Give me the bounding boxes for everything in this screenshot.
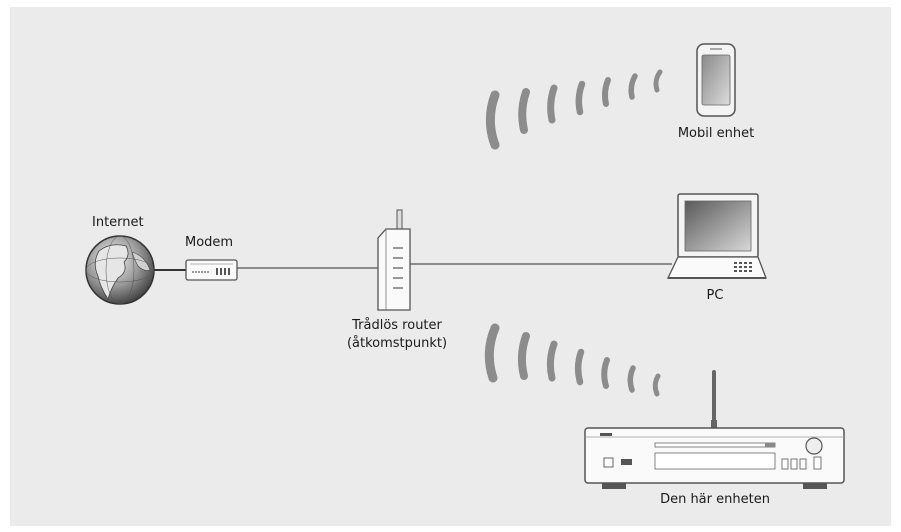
- connection-lines: [150, 263, 672, 271]
- device-label: Den här enheten: [660, 492, 770, 507]
- wifi-waves-icon: [485, 69, 663, 150]
- modem-label: Modem: [185, 235, 234, 250]
- laptop-icon: [666, 193, 767, 279]
- router-icon: [377, 209, 411, 311]
- phone-icon: [696, 43, 736, 117]
- mobile-label: Mobil enhet: [677, 126, 755, 141]
- network-player-icon: [584, 370, 845, 489]
- router-label-line1: Trådlös router: [352, 318, 442, 333]
- router-label-line2: (åtkomstpunkt): [346, 336, 448, 351]
- modem-icon: [185, 259, 238, 281]
- globe-icon: [85, 235, 155, 305]
- internet-label: Internet: [92, 215, 144, 230]
- wifi-waves-icon: [484, 323, 661, 397]
- pc-label: PC: [706, 288, 724, 303]
